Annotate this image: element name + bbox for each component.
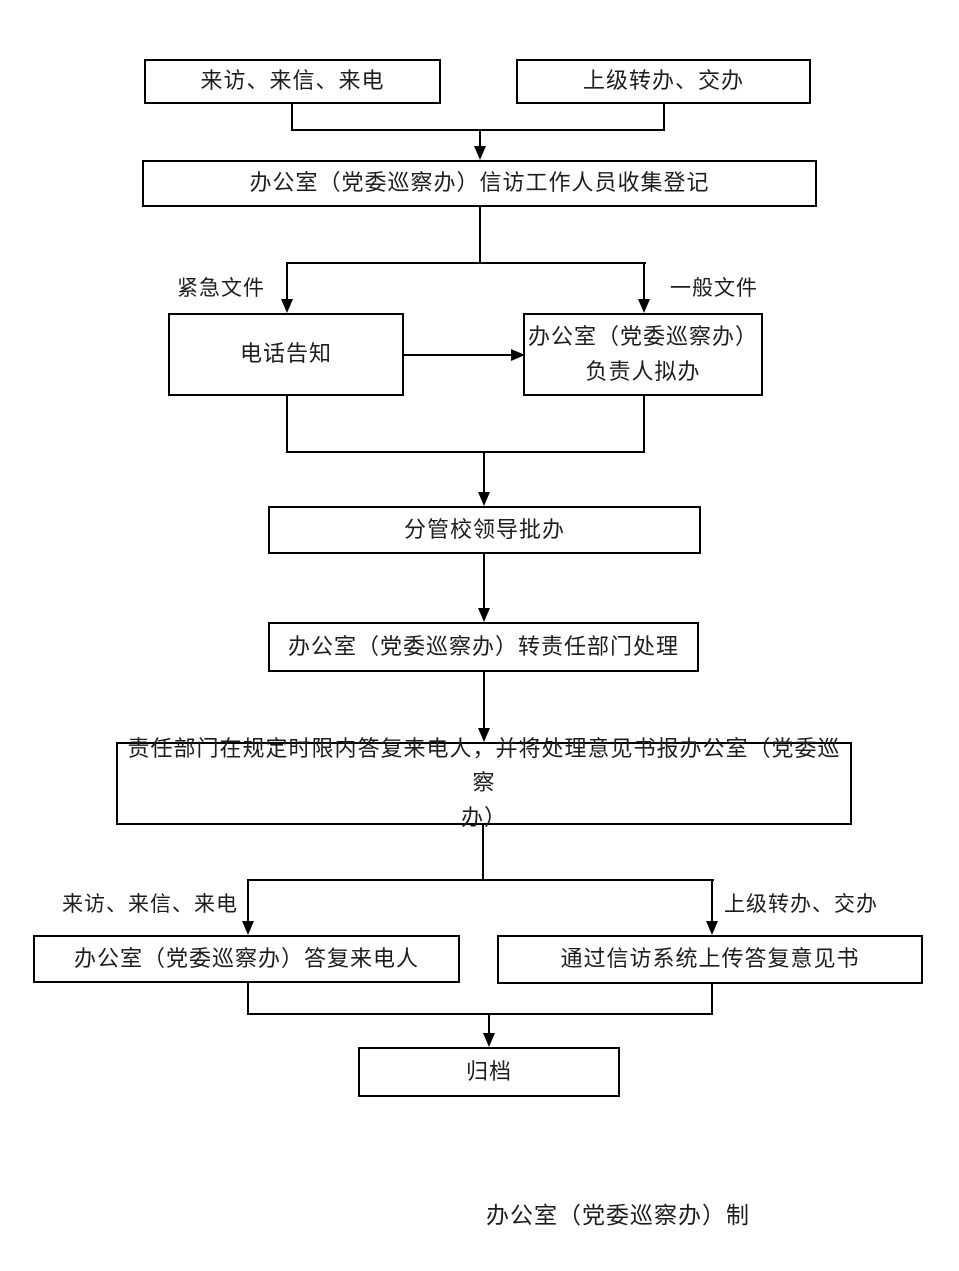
flow-node-upload-reply: 通过信访系统上传答复意见书 xyxy=(497,935,923,984)
arrowhead-into-archive xyxy=(483,1033,495,1047)
connector-into-dept-reply xyxy=(483,672,485,730)
flow-node-office-reply-caller: 办公室（党委巡察办）答复来电人 xyxy=(33,935,460,983)
flow-node-archive: 归档 xyxy=(358,1047,620,1097)
connector-collect-down xyxy=(479,207,481,264)
arrowhead-into-collect xyxy=(474,146,486,160)
connector-phone-down xyxy=(286,396,288,453)
connector-bottom-merge xyxy=(247,1013,713,1015)
connector-phone-to-director xyxy=(404,354,514,356)
flow-node-director-propose: 办公室（党委巡察办） 负责人拟办 xyxy=(523,313,763,396)
connector-split-top xyxy=(286,262,646,264)
connector-superior-down xyxy=(663,103,665,131)
connector-director-down xyxy=(643,396,645,453)
connector-reply-caller-down xyxy=(247,983,249,1015)
edge-label-general-file: 一般文件 xyxy=(670,276,758,300)
arrowhead-into-director xyxy=(638,299,650,313)
connector-superior-branch-down xyxy=(711,879,713,924)
arrowhead-into-upload xyxy=(706,921,718,935)
connector-urgent-down xyxy=(286,262,288,302)
connector-visit-branch-down xyxy=(247,879,249,924)
edge-label-urgent-file: 紧急文件 xyxy=(177,276,265,300)
footer-credit: 办公室（党委巡察办）制 xyxy=(486,1203,750,1228)
flow-node-visit-source: 来访、来信、来电 xyxy=(144,59,441,104)
arrowhead-into-director-side xyxy=(511,349,525,361)
arrowhead-into-phone xyxy=(281,299,293,313)
connector-into-leader xyxy=(483,451,485,495)
connector-general-down xyxy=(643,262,645,302)
connector-mid-merge xyxy=(286,451,645,453)
flow-node-superior-source: 上级转办、交办 xyxy=(516,59,811,104)
arrowhead-into-transfer xyxy=(478,608,490,622)
connector-into-collect xyxy=(479,129,481,149)
edge-label-superior-source: 上级转办、交办 xyxy=(724,892,878,916)
connector-split-bottom xyxy=(247,879,714,881)
arrowhead-into-dept-reply xyxy=(478,728,490,742)
connector-into-transfer xyxy=(483,554,485,611)
connector-upload-down xyxy=(711,984,713,1015)
flow-node-phone-notify: 电话告知 xyxy=(168,313,404,396)
arrowhead-into-reply-caller xyxy=(242,921,254,935)
edge-label-visit-source: 来访、来信、来电 xyxy=(62,892,238,916)
connector-visit-down xyxy=(291,103,293,131)
flow-node-transfer-dept: 办公室（党委巡察办）转责任部门处理 xyxy=(268,622,699,672)
flow-node-collect-register: 办公室（党委巡察办）信访工作人员收集登记 xyxy=(142,160,817,207)
flow-node-leader-approve: 分管校领导批办 xyxy=(268,506,701,554)
arrowhead-into-leader xyxy=(478,492,490,506)
connector-top-merge xyxy=(291,129,665,131)
flow-node-dept-reply: 责任部门在规定时限内答复来电人，并将处理意见书报办公室（党委巡察 办） xyxy=(116,736,852,830)
connector-dept-reply-down xyxy=(482,825,484,881)
connector-into-archive xyxy=(488,1013,490,1036)
